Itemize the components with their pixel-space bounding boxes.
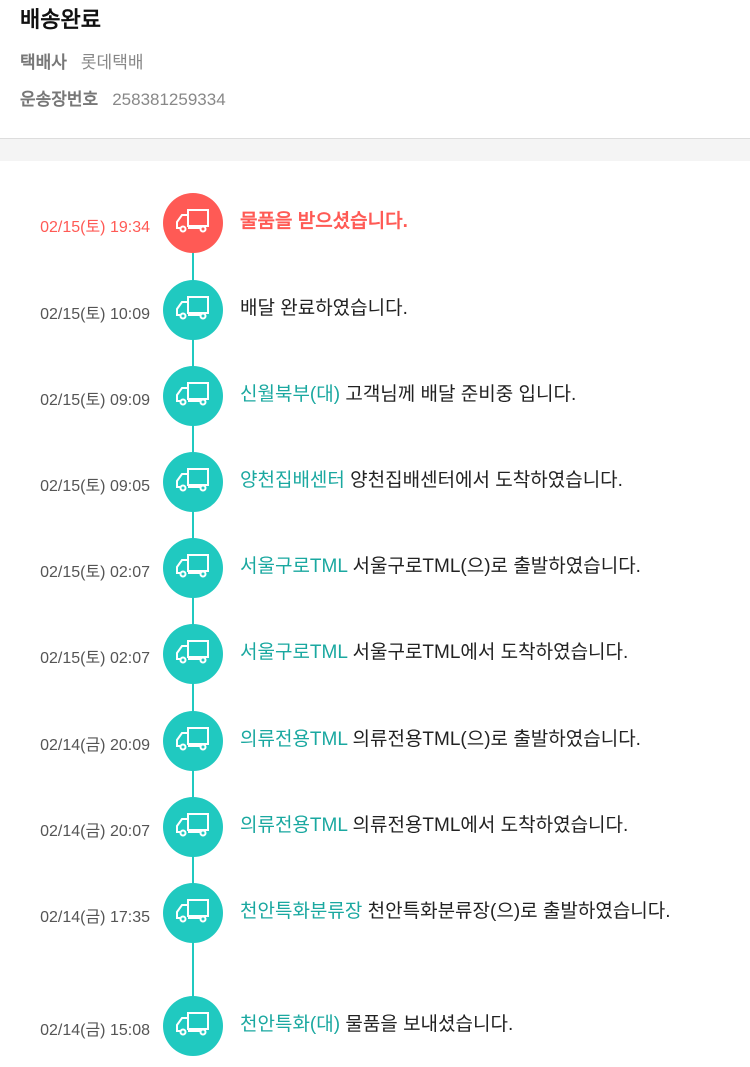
event-time: 02/14(금) 20:09 (40, 737, 150, 754)
event-message: 서울구로TML 서울구로TML에서 도착하였습니다. (240, 639, 730, 667)
event-text: 서울구로TML(으)로 출발하였습니다. (352, 556, 641, 577)
event-message: 배달 완료하였습니다. (240, 295, 730, 323)
event-location: 서울구로TML (240, 642, 348, 663)
tracking-number: 258381259334 (112, 90, 226, 109)
event-location: 의류전용TML (240, 729, 348, 750)
tracking-label: 운송장번호 (20, 90, 99, 109)
event-message: 의류전용TML 의류전용TML(으)로 출발하였습니다. (240, 726, 730, 754)
event-marker (163, 711, 223, 771)
event-location: 천안특화분류장 (240, 901, 363, 922)
carrier-name: 롯데택배 (80, 53, 144, 72)
delivery-status-title: 배송완료 (20, 7, 101, 32)
event-text: 의류전용TML에서 도착하였습니다. (352, 815, 629, 836)
delivery-summary: 배송완료 택배사 롯데택배 운송장번호 258381259334 (0, 0, 750, 139)
event-message: 천안특화분류장 천안특화분류장(으)로 출발하였습니다. (240, 898, 730, 926)
truck-icon (175, 1011, 211, 1042)
truck-icon (175, 381, 211, 412)
event-marker (163, 280, 223, 340)
event-marker (163, 624, 223, 684)
event-marker (163, 883, 223, 943)
section-divider (0, 139, 750, 161)
event-location: 천안특화(대) (240, 1014, 341, 1035)
event-text: 물품을 받으셨습니다. (240, 211, 408, 232)
truck-icon (175, 812, 211, 843)
event-location: 의류전용TML (240, 815, 348, 836)
event-message: 서울구로TML 서울구로TML(으)로 출발하였습니다. (240, 553, 730, 581)
event-message: 신월북부(대) 고객님께 배달 준비중 입니다. (240, 381, 730, 409)
truck-icon (175, 295, 211, 326)
event-time: 02/14(금) 20:07 (40, 823, 150, 840)
event-time: 02/15(토) 09:05 (40, 478, 150, 495)
event-marker (163, 193, 223, 253)
event-text: 고객님께 배달 준비중 입니다. (345, 384, 577, 405)
event-marker (163, 538, 223, 598)
carrier-label: 택배사 (20, 53, 67, 72)
event-time: 02/15(토) 09:09 (40, 392, 150, 409)
event-message: 물품을 받으셨습니다. (240, 208, 730, 236)
truck-icon (175, 639, 211, 670)
event-location: 신월북부(대) (240, 384, 341, 405)
event-marker (163, 996, 223, 1056)
event-time: 02/15(토) 10:09 (40, 306, 150, 323)
event-message: 의류전용TML 의류전용TML에서 도착하였습니다. (240, 812, 730, 840)
event-text: 천안특화분류장(으)로 출발하였습니다. (367, 901, 671, 922)
event-time: 02/15(토) 02:07 (40, 564, 150, 581)
event-marker (163, 452, 223, 512)
event-time: 02/15(토) 19:34 (40, 219, 150, 236)
event-location: 양천집배센터 (240, 470, 345, 491)
truck-icon (175, 898, 211, 929)
event-time: 02/14(금) 15:08 (40, 1022, 150, 1039)
truck-icon (175, 208, 211, 239)
event-time: 02/15(토) 02:07 (40, 650, 150, 667)
event-text: 물품을 보내셨습니다. (345, 1014, 514, 1035)
event-text: 양천집배센터에서 도착하였습니다. (350, 470, 623, 491)
truck-icon (175, 726, 211, 757)
event-text: 의류전용TML(으)로 출발하였습니다. (352, 729, 641, 750)
event-text: 배달 완료하였습니다. (240, 298, 408, 319)
tracking-info: 운송장번호 258381259334 (20, 85, 226, 110)
event-marker (163, 797, 223, 857)
truck-icon (175, 467, 211, 498)
event-message: 천안특화(대) 물품을 보내셨습니다. (240, 1011, 730, 1039)
event-location: 서울구로TML (240, 556, 348, 577)
event-time: 02/14(금) 17:35 (40, 909, 150, 926)
event-message: 양천집배센터 양천집배센터에서 도착하였습니다. (240, 467, 730, 495)
event-marker (163, 366, 223, 426)
truck-icon (175, 553, 211, 584)
event-text: 서울구로TML에서 도착하였습니다. (352, 642, 629, 663)
carrier-info: 택배사 롯데택배 (20, 48, 143, 73)
